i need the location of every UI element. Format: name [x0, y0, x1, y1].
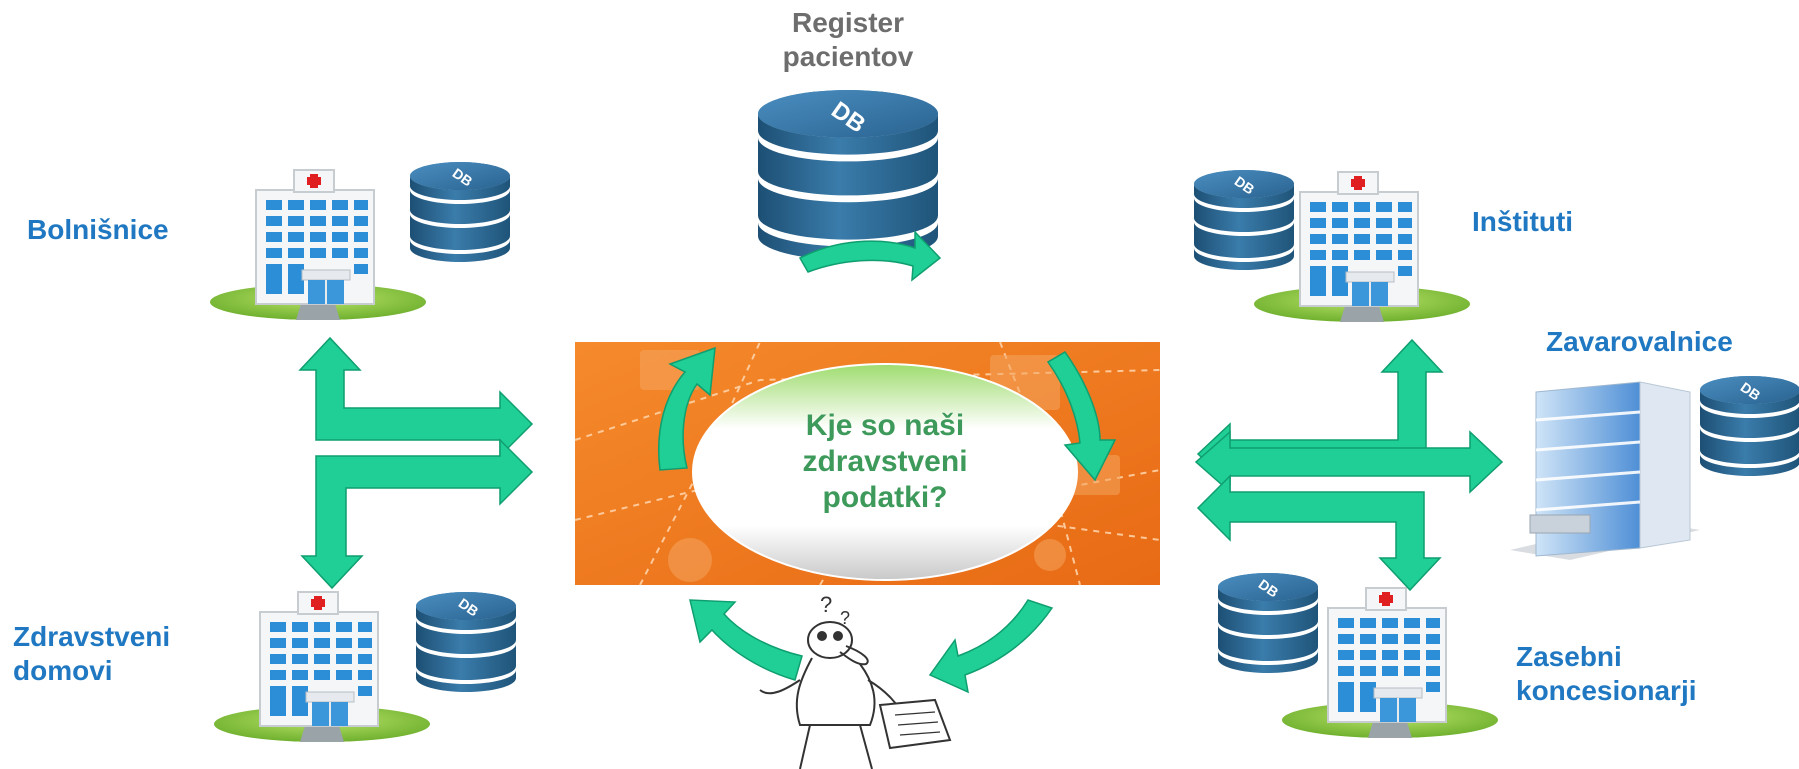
- registry-label-line2: pacientov: [782, 41, 914, 72]
- center-question-line3: podatki?: [822, 481, 948, 514]
- health-homes-label-line2: domovi: [13, 655, 113, 686]
- center-question-line1: Kje so naši: [805, 409, 965, 442]
- insurer-database-icon: DB: [1700, 376, 1799, 476]
- private-label-line1: Zasebni: [1516, 641, 1622, 672]
- institute-database-icon: DB: [1194, 170, 1294, 270]
- svg-text:?: ?: [840, 608, 850, 628]
- hospital-connector-arrow: [298, 336, 534, 458]
- hospitals-label: Bolnišnice: [27, 214, 169, 245]
- health-home-database-icon: DB: [416, 592, 516, 692]
- health-home-connector-arrow: [300, 438, 534, 590]
- health-homes-label-line1: Zdravstveni: [13, 621, 171, 652]
- bottom-cycle-arrows: [689, 599, 1054, 694]
- insurer-building-icon: [1510, 381, 1700, 560]
- center-question-line2: zdravstveni: [802, 445, 968, 478]
- registry-database-icon: DB: [758, 90, 942, 282]
- health-home-building-icon: [213, 591, 431, 743]
- confused-person-sketch: ? ?: [759, 592, 952, 769]
- health-homes-label: Zdravstveni domovi: [13, 620, 170, 688]
- center-question: Kje so naši zdravstveni podatki?: [740, 408, 1030, 516]
- center-cycle-arrows: [657, 346, 1117, 482]
- institutes-label: Inštituti: [1472, 206, 1574, 237]
- hospital-database-icon: DB: [410, 162, 510, 262]
- private-database-icon: DB: [1218, 573, 1318, 673]
- insurer-connector-arrow: [1194, 430, 1504, 494]
- insurers-label: Zavarovalnice: [1546, 326, 1733, 357]
- private-connector-arrow: [1196, 474, 1442, 592]
- private-label: Zasebni koncesionarji: [1516, 640, 1697, 708]
- registry-label-line1: Register: [791, 7, 905, 38]
- svg-text:?: ?: [820, 592, 832, 617]
- hospital-building-icon: [209, 169, 427, 321]
- registry-label: Register pacientov: [760, 6, 936, 74]
- private-label-line2: koncesionarji: [1516, 675, 1697, 706]
